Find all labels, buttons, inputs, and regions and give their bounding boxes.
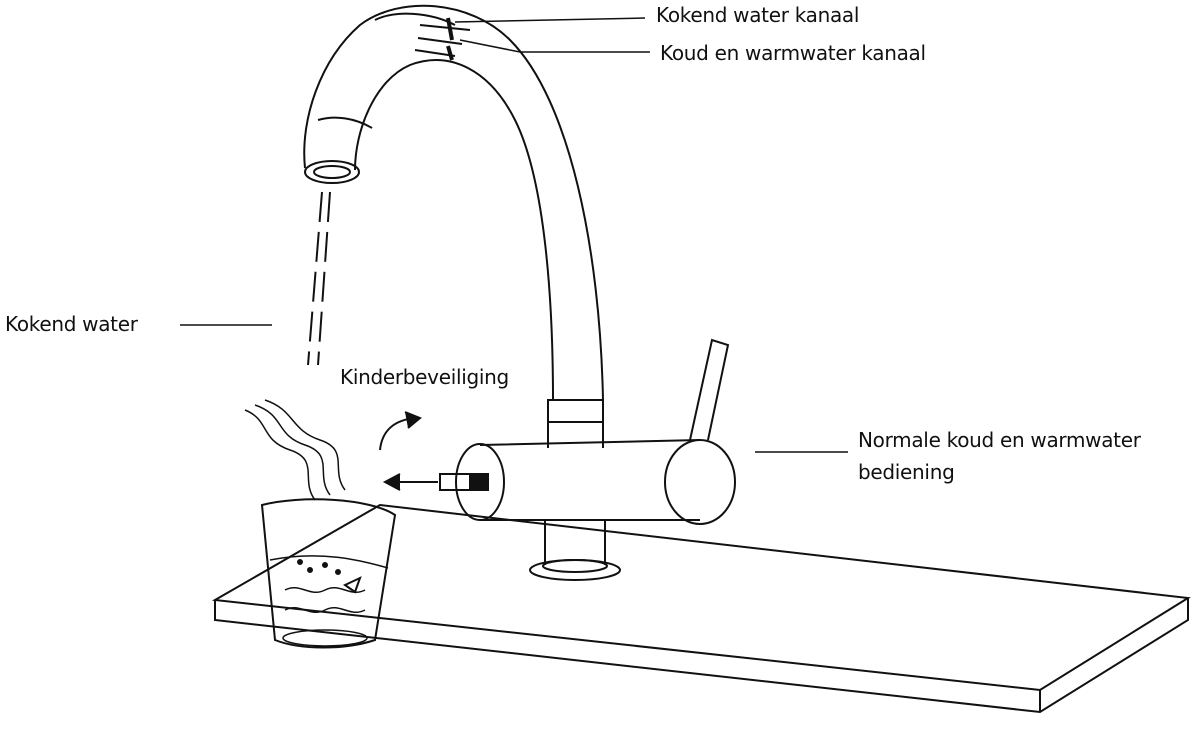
tap-body <box>439 338 736 581</box>
label-normal-control-line2: bediening <box>858 460 955 484</box>
leader-lines <box>180 17 848 453</box>
child-lock-arrows <box>379 411 438 491</box>
countertop <box>211 503 1191 714</box>
label-normal-control-line1: Normale koud en warmwater <box>858 428 1141 452</box>
label-cold-warm-channel: Koud en warmwater kanaal <box>660 41 926 65</box>
label-child-lock: Kinderbeveiliging <box>340 365 509 389</box>
label-boiling-water-channel: Kokend water kanaal <box>656 3 860 27</box>
label-boiling-water: Kokend water <box>5 312 138 336</box>
glass <box>260 498 397 649</box>
steam <box>244 399 346 501</box>
water-stream <box>307 191 331 366</box>
spout <box>303 4 604 401</box>
